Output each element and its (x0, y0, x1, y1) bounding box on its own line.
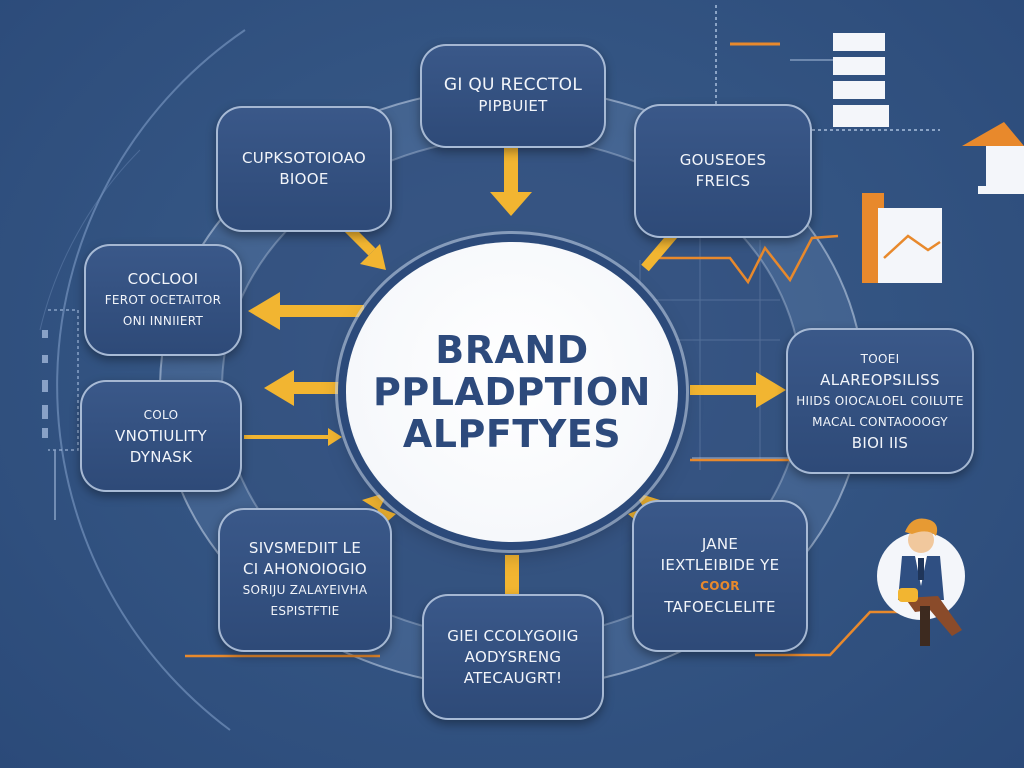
node-left-low[interactable]: COLO VNOTIULITY DYNASK (80, 380, 242, 492)
node-left-low-line-3: DYNASK (129, 447, 193, 466)
left-connector (48, 309, 79, 520)
line-chart-icon (862, 193, 942, 283)
central-hub: BRAND PPLADPTION ALPFTYES (346, 242, 678, 542)
node-bottom-line-3: ATECAUGRT! (463, 668, 563, 687)
node-top[interactable]: GI QU RECCTOL PIPBUIET (420, 44, 606, 148)
node-left-low-line-1: COLO (143, 407, 179, 422)
arrow-left-low (264, 370, 352, 406)
node-lower-left[interactable]: SIVSMEDIIT LE CI AHONOIOGIO SORIJU ZALAY… (218, 508, 392, 652)
node-lower-left-line-4: ESPISTFTIE (270, 604, 340, 618)
outer-arc-left (56, 29, 246, 731)
node-lower-left-line-3: SORIJU ZALAYEIVHA (242, 583, 368, 597)
node-left-mid[interactable]: COCLOOI FEROT OCETAITOR ONI INNIIERT (84, 244, 242, 356)
node-upper-left[interactable]: CUPKSOTOIOAO BIOOE (216, 106, 392, 232)
arrow-right (690, 372, 786, 408)
hub-title-line-1: BRAND (435, 328, 589, 372)
arrow-left-mid (248, 292, 364, 330)
node-bottom-line-1: GIEI CCOLYGOIIG (447, 626, 579, 645)
node-lower-right[interactable]: JANE IEXTLEIBIDE YE COOR TAFOECLELITE (632, 500, 808, 652)
arrow-right-small (244, 428, 342, 446)
node-upper-left-line-1: CUPKSOTOIOAO (241, 149, 366, 167)
hub-title-line-3: ALPFTYES (402, 412, 622, 456)
node-lower-right-line-3: COOR (700, 579, 740, 593)
node-lower-left-line-1: SIVSMEDIIT LE (248, 539, 362, 557)
node-lower-right-line-4: TAFOECLELITE (664, 598, 776, 616)
hub-title-line-2: PPLADPTION (373, 370, 651, 414)
arrow-top-down (490, 145, 532, 216)
node-right-line-3: HIIDS OIOCALOEL COILUTE (796, 393, 964, 408)
node-top-right-line-2: FREICS (695, 172, 751, 190)
node-bottom-line-2: AODYSRENG (464, 647, 562, 666)
node-left-mid-line-3: ONI INNIIERT (122, 313, 204, 328)
node-top-right[interactable]: GOUSEOES FREICS (634, 104, 812, 238)
node-upper-left-line-2: BIOOE (279, 170, 329, 188)
node-right-line-5: BIOI IIS (851, 433, 909, 452)
node-bottom[interactable]: GIEI CCOLYGOIIG AODYSRENG ATECAUGRT! (422, 594, 604, 720)
node-left-mid-line-1: COCLOOI (127, 269, 199, 288)
node-right-line-4: MACAL CONTAOOOGY (812, 414, 948, 429)
node-lower-right-line-2: IEXTLEIBIDE YE (660, 556, 780, 574)
node-lower-left-line-2: CI AHONOIOGIO (242, 560, 368, 578)
node-left-low-line-2: VNOTIULITY (115, 426, 207, 445)
node-top-line-2: PIPBUIET (478, 97, 548, 115)
node-top-line-1: GI QU RECCTOL (443, 75, 583, 95)
node-top-right-line-1: GOUSEOES (679, 151, 767, 169)
node-right-line-2: ALAREOPSILISS (820, 370, 940, 389)
node-right-line-1: TOOEI (860, 351, 900, 366)
node-left-mid-line-2: FEROT OCETAITOR (104, 292, 222, 307)
node-lower-right-line-1: JANE (701, 535, 739, 553)
bar-chart-icon (715, 5, 940, 131)
trend-lines (185, 234, 900, 658)
left-tick-marks (42, 330, 48, 438)
businessman-avatar-icon (877, 518, 965, 646)
house-icon (962, 122, 1024, 194)
node-right[interactable]: TOOEI ALAREOPSILISS HIIDS OIOCALOEL COIL… (786, 328, 974, 474)
outer-arc-left-inner (39, 149, 141, 331)
